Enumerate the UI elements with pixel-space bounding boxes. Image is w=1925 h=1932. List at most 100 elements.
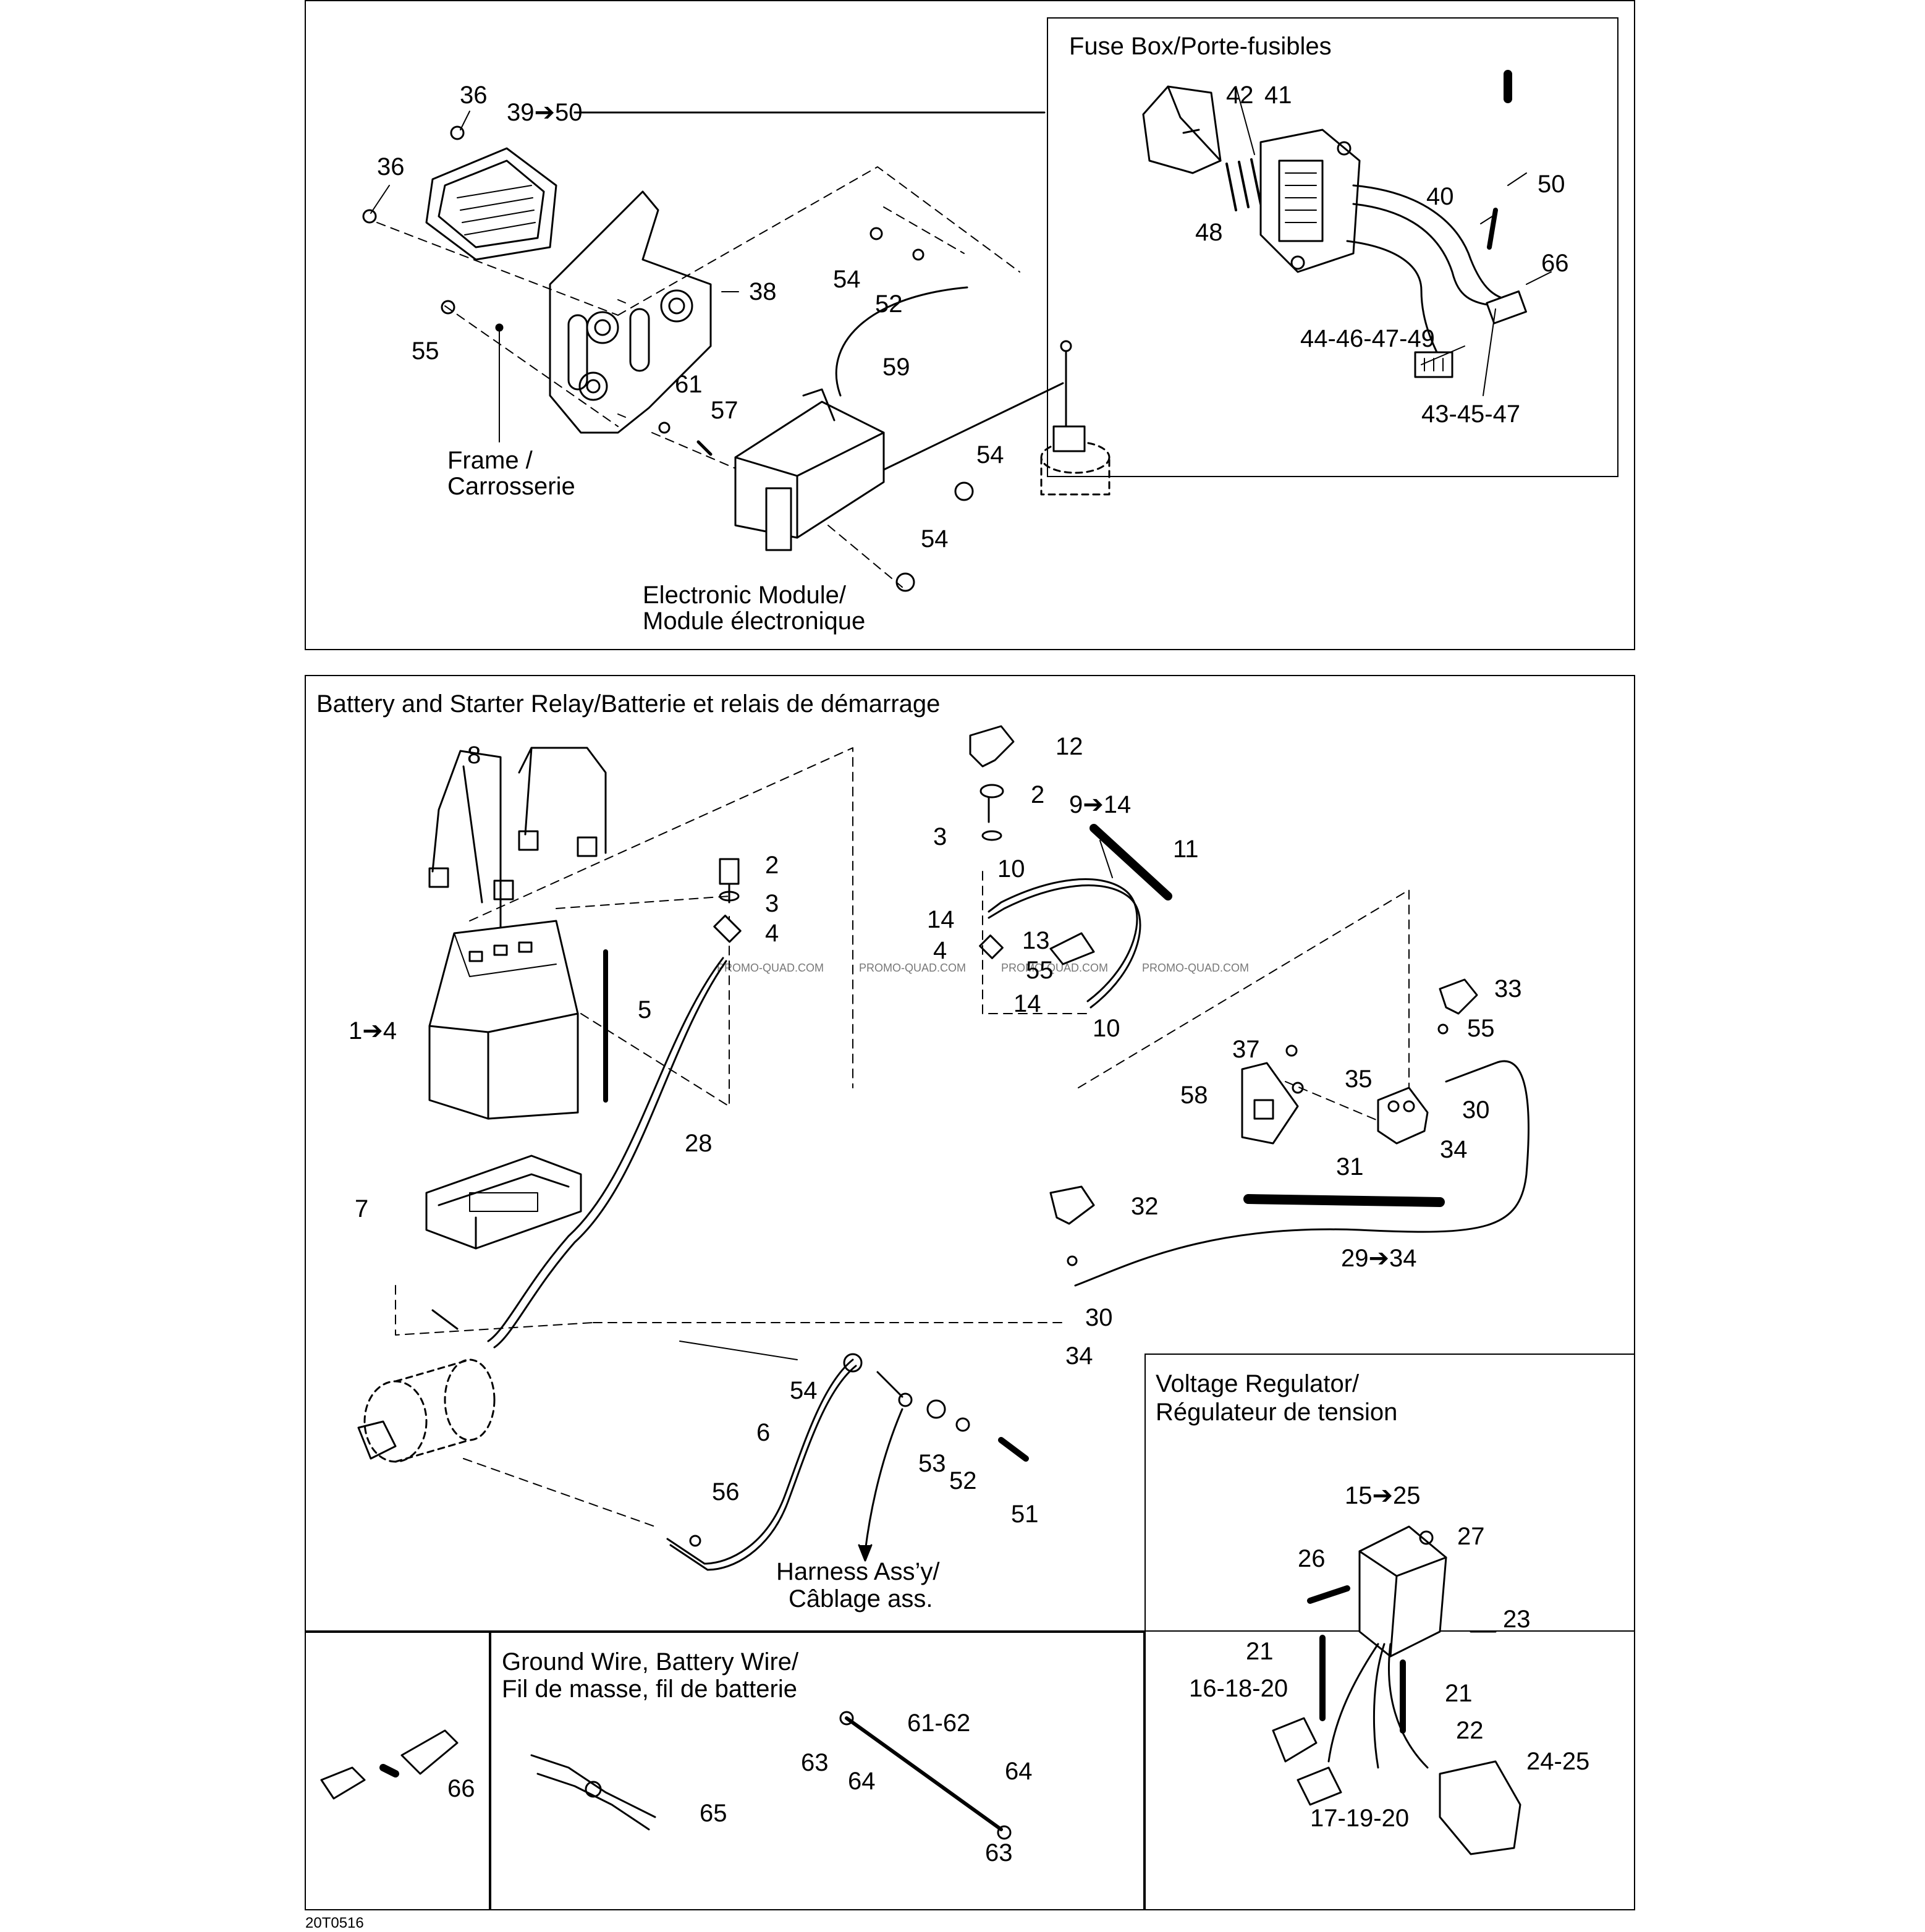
callout-54a: 54 xyxy=(833,266,861,293)
callout-54c: 54 xyxy=(921,525,949,553)
callout-66b: 66 xyxy=(447,1775,475,1802)
nut-54b xyxy=(954,481,974,501)
callout-21a: 21 xyxy=(1246,1638,1274,1665)
module-label-1: Electronic Module/ xyxy=(643,582,847,609)
callout-3a: 3 xyxy=(765,890,779,917)
callout-33: 33 xyxy=(1494,975,1522,1002)
crimp-tool-65 xyxy=(530,1754,656,1831)
ground-wire-panel xyxy=(490,1632,1144,1910)
nut-53 xyxy=(926,1399,946,1419)
callout-10a: 10 xyxy=(997,855,1025,883)
bolt-26 xyxy=(1307,1585,1350,1604)
callout-64a: 64 xyxy=(848,1768,876,1795)
washer-27 xyxy=(1419,1530,1434,1545)
callout-55b: 55 xyxy=(1026,957,1054,984)
callout-29-34: 29➔34 xyxy=(1341,1245,1417,1272)
washer-52 xyxy=(912,248,924,261)
callout-2b: 2 xyxy=(1031,781,1045,808)
fuses-41-42 xyxy=(1225,156,1274,211)
callout-58: 58 xyxy=(1180,1082,1208,1109)
nut-54c xyxy=(895,572,915,592)
washer-52b xyxy=(955,1417,970,1432)
callout-56: 56 xyxy=(712,1478,740,1506)
module-label-2: Module électronique xyxy=(643,608,866,635)
battery-straps-8 xyxy=(428,747,607,934)
nut-55c xyxy=(1437,1023,1449,1035)
nut-34b xyxy=(1067,1255,1078,1266)
boot-32 xyxy=(1049,1185,1095,1225)
terminal-male xyxy=(320,1766,366,1800)
callout-51: 51 xyxy=(1011,1501,1039,1528)
callout-9-14: 9➔14 xyxy=(1069,791,1132,818)
callout-55: 55 xyxy=(412,337,439,365)
voltage-regulator-panel xyxy=(1144,1354,1635,1910)
connector-panel xyxy=(305,1632,490,1910)
bracket-38 xyxy=(549,190,712,434)
cable-9 xyxy=(988,878,1138,1002)
callout-15-25: 15➔25 xyxy=(1345,1482,1421,1509)
callout-65: 65 xyxy=(700,1800,727,1827)
callout-4a: 4 xyxy=(765,920,779,947)
callout-61-62: 61-62 xyxy=(907,1710,971,1737)
callout-44-46-47-49: 44-46-47-49 xyxy=(1300,325,1435,352)
cable-29 xyxy=(1074,1060,1529,1287)
callout-2a: 2 xyxy=(765,852,779,879)
fuse-box-title: Fuse Box/Porte-fusibles xyxy=(1069,33,1332,60)
screw-56 xyxy=(689,1535,701,1547)
callout-55c: 55 xyxy=(1467,1015,1495,1042)
battery-section-title: Battery and Starter Relay/Batterie et re… xyxy=(316,690,941,718)
ecu-connector xyxy=(425,147,557,261)
seal xyxy=(379,1764,399,1777)
bolt-2b xyxy=(979,784,1004,823)
battery-tray-7 xyxy=(425,1155,582,1250)
harness-label-1: Harness Ass’y/ xyxy=(776,1558,940,1585)
callout-38: 38 xyxy=(749,278,777,305)
sleeve-11 xyxy=(1089,824,1172,900)
callout-57: 57 xyxy=(711,397,738,424)
callout-14a: 14 xyxy=(927,906,955,933)
callout-16-18-20: 16-18-20 xyxy=(1189,1675,1288,1702)
screw-36b xyxy=(362,209,377,224)
voltage-regulator-title-2: Régulateur de tension xyxy=(1156,1399,1398,1426)
callout-30a: 30 xyxy=(1462,1096,1490,1124)
callout-54b: 54 xyxy=(976,441,1004,468)
callout-8: 8 xyxy=(467,742,481,769)
callout-1-4: 1➔4 xyxy=(349,1017,397,1044)
callout-66: 66 xyxy=(1541,250,1569,277)
callout-11: 11 xyxy=(1173,836,1199,863)
callout-28: 28 xyxy=(685,1130,713,1157)
ring-63b xyxy=(997,1825,1012,1840)
callout-42: 42 xyxy=(1226,82,1254,109)
regulator-15 xyxy=(1358,1525,1447,1658)
bolt-57 xyxy=(696,440,713,456)
callout-34b: 34 xyxy=(1065,1342,1093,1370)
module-wire xyxy=(835,286,968,397)
connector-17 xyxy=(1297,1766,1342,1806)
boot-33 xyxy=(1439,978,1478,1015)
callout-34a: 34 xyxy=(1440,1136,1468,1163)
callout-32: 32 xyxy=(1131,1193,1159,1220)
relay-bracket-58 xyxy=(1241,1062,1299,1145)
connector-16 xyxy=(1272,1717,1318,1763)
starter-motor xyxy=(357,1309,496,1463)
square-nut-4b xyxy=(979,934,1004,959)
battery-terminal-hardware-a xyxy=(713,858,742,943)
ring-63a xyxy=(839,1711,854,1726)
screw-55 xyxy=(441,300,455,315)
callout-3b: 3 xyxy=(933,823,947,850)
callout-36b: 36 xyxy=(377,153,405,180)
screw-37 xyxy=(1285,1044,1298,1057)
fuse-harness xyxy=(1346,184,1527,378)
callout-27: 27 xyxy=(1457,1523,1485,1550)
callout-54d: 54 xyxy=(790,1377,818,1404)
connector-24 xyxy=(1439,1760,1521,1855)
callout-50: 50 xyxy=(1538,171,1565,198)
watermark-4: PROMO-QUAD.COM xyxy=(1142,962,1249,974)
callout-30b: 30 xyxy=(1085,1304,1113,1331)
callout-23: 23 xyxy=(1503,1606,1531,1633)
callout-22: 22 xyxy=(1456,1717,1484,1744)
callout-24-25: 24-25 xyxy=(1526,1748,1590,1775)
boot-12 xyxy=(969,725,1015,768)
callout-53: 53 xyxy=(918,1450,946,1477)
